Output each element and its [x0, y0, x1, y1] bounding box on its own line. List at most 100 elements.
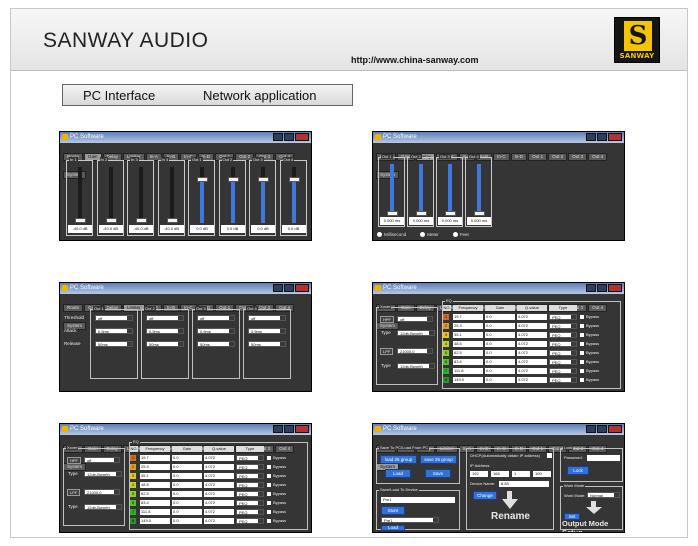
- fader-readout[interactable]: 0.0 dB: [251, 225, 275, 233]
- hpf-button[interactable]: HPF: [380, 316, 394, 323]
- hpf-dropdown[interactable]: off: [397, 316, 433, 322]
- fader-readout[interactable]: 0.0 dB: [190, 225, 214, 233]
- eq-q-value[interactable]: 4.072: [517, 314, 547, 320]
- save-all-button[interactable]: save 25 group: [420, 455, 457, 464]
- delay-track[interactable]: [419, 164, 423, 214]
- set-button[interactable]: Set: [564, 513, 580, 520]
- eq-q-value[interactable]: 4.072: [517, 332, 547, 338]
- fader-knob[interactable]: [288, 176, 300, 182]
- eq-type-dropdown[interactable]: PEQ: [549, 341, 577, 347]
- eq-type-dropdown[interactable]: PEQ: [236, 500, 264, 506]
- eq-gain[interactable]: 0.0: [485, 332, 515, 338]
- hpf-type-dropdown[interactable]: 12db-Bworth: [397, 330, 435, 336]
- limiter-dropdown[interactable]: off: [197, 315, 235, 321]
- hpf-type-dropdown[interactable]: 12db-Bworth: [84, 471, 122, 477]
- limiter-dropdown[interactable]: off: [95, 315, 133, 321]
- maximize-icon[interactable]: [284, 133, 294, 141]
- ip-octet-field[interactable]: 168: [491, 471, 509, 477]
- eq-type-dropdown[interactable]: PEQ: [549, 314, 577, 320]
- lock-button[interactable]: Lock: [567, 466, 589, 475]
- eq-frequency[interactable]: 83.4: [140, 500, 170, 506]
- eq-gain[interactable]: 0.0: [172, 473, 202, 479]
- eq-type-dropdown[interactable]: PEQ: [236, 509, 264, 515]
- eq-frequency[interactable]: 149.0: [453, 377, 483, 383]
- eq-type-dropdown[interactable]: PEQ: [236, 473, 264, 479]
- eq-frequency[interactable]: 62.5: [140, 491, 170, 497]
- eq-frequency[interactable]: 62.5: [453, 350, 483, 356]
- delay-track[interactable]: [448, 164, 452, 214]
- delay-track[interactable]: [477, 164, 481, 214]
- eq-bypass-checkbox[interactable]: Bypass: [580, 314, 599, 320]
- eq-q-value[interactable]: 4.072: [204, 518, 234, 524]
- fader-knob[interactable]: [227, 176, 239, 182]
- radio-icon[interactable]: [377, 232, 382, 238]
- eq-gain[interactable]: 0.0: [172, 491, 202, 497]
- fader-track[interactable]: [108, 167, 113, 223]
- tab-out-4[interactable]: Out 4: [275, 304, 295, 312]
- eq-bypass-checkbox[interactable]: Bypass: [267, 482, 286, 488]
- eq-bypass-checkbox[interactable]: Bypass: [580, 377, 599, 383]
- delay-readout[interactable]: 0.000 ms: [380, 217, 404, 225]
- eq-q-value[interactable]: 4.072: [517, 368, 547, 374]
- eq-q-value[interactable]: 4.072: [204, 482, 234, 488]
- eq-gain[interactable]: 0.0: [485, 377, 515, 383]
- eq-q-value[interactable]: 4.072: [204, 500, 234, 506]
- eq-frequency[interactable]: 111.8: [453, 368, 483, 374]
- delay-track[interactable]: [390, 164, 394, 214]
- eq-bypass-checkbox[interactable]: Bypass: [580, 350, 599, 356]
- eq-q-value[interactable]: 4.072: [204, 509, 234, 515]
- eq-bypass-checkbox[interactable]: Bypass: [267, 464, 286, 470]
- eq-type-dropdown[interactable]: PEQ: [236, 464, 264, 470]
- eq-type-dropdown[interactable]: PEQ: [236, 455, 264, 461]
- eq-q-value[interactable]: 4.072: [204, 473, 234, 479]
- eq-frequency[interactable]: 83.4: [453, 359, 483, 365]
- eq-type-dropdown[interactable]: PEQ: [236, 491, 264, 497]
- fader-knob[interactable]: [197, 176, 208, 182]
- maximize-icon[interactable]: [597, 425, 607, 433]
- dhcp-checkbox[interactable]: [547, 453, 552, 458]
- ip-octet-field[interactable]: 1: [512, 471, 530, 477]
- limiter-dropdown[interactable]: 50ms: [197, 341, 235, 347]
- eq-bypass-checkbox[interactable]: Bypass: [580, 359, 599, 365]
- recall-button[interactable]: Load: [381, 525, 405, 531]
- tab-out-4[interactable]: Out 4: [588, 304, 608, 312]
- eq-frequency[interactable]: 25.3: [453, 323, 483, 329]
- eq-gain[interactable]: 0.0: [172, 455, 202, 461]
- fader-track[interactable]: [78, 167, 82, 223]
- fader-readout[interactable]: -40.0 dB: [159, 225, 184, 233]
- unit-option-feet[interactable]: Feet: [452, 232, 469, 238]
- eq-gain[interactable]: 0.0: [172, 482, 202, 488]
- eq-gain[interactable]: 0.0: [172, 500, 202, 506]
- limiter-dropdown[interactable]: off: [248, 315, 286, 321]
- fader-readout[interactable]: -40.0 dB: [98, 225, 123, 233]
- eq-type-dropdown[interactable]: PEQ: [549, 368, 577, 374]
- limiter-dropdown[interactable]: off: [146, 315, 184, 321]
- eq-gain[interactable]: 0.0: [172, 464, 202, 470]
- eq-gain[interactable]: 0.0: [485, 359, 515, 365]
- tab-out-2[interactable]: Out 2: [548, 153, 568, 161]
- delay-readout[interactable]: 0.000 ms: [438, 217, 462, 225]
- hpf-dropdown[interactable]: off: [84, 457, 120, 463]
- load-button[interactable]: Load: [385, 469, 411, 478]
- minimize-icon[interactable]: [586, 284, 596, 292]
- tab-system[interactable]: System: [63, 322, 87, 330]
- delay-knob[interactable]: [387, 211, 398, 216]
- eq-type-dropdown[interactable]: PEQ: [549, 359, 577, 365]
- unit-option-millisecond[interactable]: Millisecond: [377, 232, 406, 238]
- fader-knob[interactable]: [166, 217, 178, 223]
- eq-frequency[interactable]: 48.5: [140, 482, 170, 488]
- tab-route[interactable]: Route: [63, 304, 84, 312]
- eq-type-dropdown[interactable]: PEQ: [236, 518, 264, 524]
- eq-bypass-checkbox[interactable]: Bypass: [267, 500, 286, 506]
- limiter-dropdown[interactable]: 50ms: [146, 341, 184, 347]
- eq-bypass-checkbox[interactable]: Bypass: [580, 323, 599, 329]
- minimize-icon[interactable]: [273, 133, 283, 141]
- tab-out-4[interactable]: Out 4: [588, 153, 608, 161]
- lpf-type-dropdown[interactable]: 12db-Bworth: [84, 504, 122, 510]
- eq-type-dropdown[interactable]: PEQ: [549, 350, 577, 356]
- lpf-button[interactable]: LPF: [380, 348, 394, 355]
- eq-bypass-checkbox[interactable]: Bypass: [580, 368, 599, 374]
- minimize-icon[interactable]: [586, 133, 596, 141]
- maximize-icon[interactable]: [597, 133, 607, 141]
- fader-knob[interactable]: [105, 217, 117, 223]
